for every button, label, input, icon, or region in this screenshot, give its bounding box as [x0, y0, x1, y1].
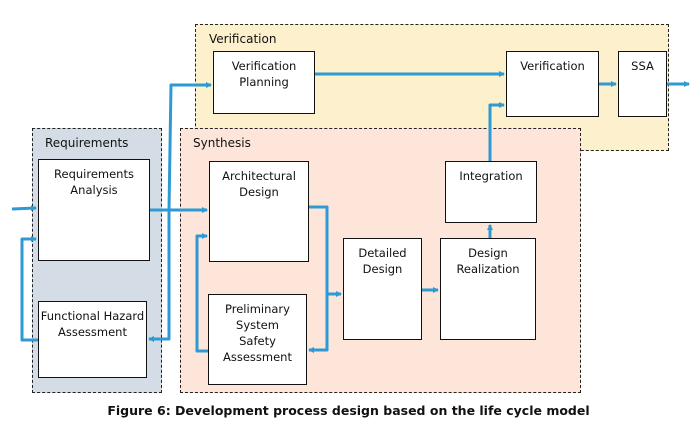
verification-region-label: Verification	[209, 32, 277, 46]
requirements-analysis-box[interactable]: Requirements Analysis	[38, 159, 150, 261]
arrow-fha-to-requirements-analysis	[20, 236, 38, 342]
detailed-design-box[interactable]: Detailed Design	[343, 238, 422, 340]
integration-box[interactable]: Integration	[445, 161, 537, 223]
verification-planning-box[interactable]: Verification Planning	[213, 51, 315, 114]
arrow-architectural-to-pssa	[308, 294, 329, 353]
verification-box[interactable]: Verification	[506, 51, 599, 117]
arrow-to-verification-planning	[167, 82, 212, 211]
arrow-architectural-to-detailed	[309, 205, 342, 297]
arrow-input-to-requirements-analysis	[11, 205, 37, 212]
architectural-design-box[interactable]: Architectural Design	[209, 161, 309, 262]
preliminary-ssa-box[interactable]: Preliminary System Safety Assessment	[208, 294, 307, 385]
requirements-region-label: Requirements	[45, 136, 129, 150]
ssa-box[interactable]: SSA	[618, 51, 667, 117]
arrow-to-fha	[148, 210, 171, 342]
arrow-integration-to-verification	[488, 102, 505, 161]
arrow-pssa-to-architectural	[195, 233, 208, 353]
design-realization-box[interactable]: Design Realization	[440, 238, 536, 340]
synthesis-region-label: Synthesis	[193, 136, 251, 150]
functional-hazard-assessment-box[interactable]: Functional Hazard Assessment	[38, 301, 147, 378]
figure-caption: Figure 6: Development process design bas…	[107, 403, 590, 418]
